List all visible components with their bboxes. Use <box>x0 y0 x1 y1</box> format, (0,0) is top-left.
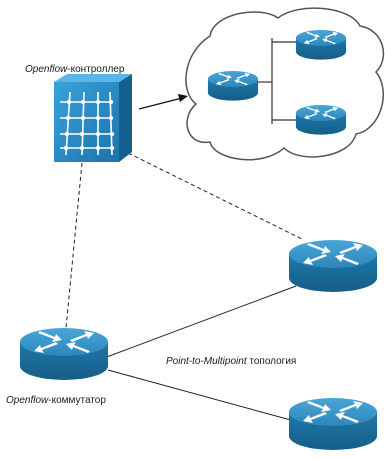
switch-label-rest: -коммутатор <box>48 395 106 406</box>
controller-label-rest: -контроллер <box>67 64 125 75</box>
router-right-top <box>289 240 377 292</box>
controller-to-cloud-arrow <box>138 94 188 110</box>
router-right-bottom <box>289 398 377 450</box>
control-link-to-router <box>121 149 305 241</box>
controller-label: Openflow-контроллер <box>25 65 124 75</box>
control-link-to-switch <box>65 162 83 329</box>
topology-label-italic: Point-to-Multipoint <box>166 356 247 367</box>
link-switch-to-router-bottom <box>107 369 299 423</box>
openflow-switch-icon <box>20 328 108 380</box>
cloud-router-top <box>295 30 347 60</box>
topology-label: Point-to-Multipoint топология <box>166 357 296 367</box>
link-switch-to-router-top <box>103 285 297 359</box>
openflow-controller-icon <box>54 74 132 162</box>
cloud-router-bottom <box>295 105 347 135</box>
switch-label-italic: Openflow <box>6 395 49 406</box>
cloud-router-left <box>207 71 259 101</box>
topology-label-rest: топология <box>246 356 297 367</box>
switch-label: Openflow-коммутатор <box>6 396 106 406</box>
controller-label-italic: Openflow <box>25 64 68 75</box>
